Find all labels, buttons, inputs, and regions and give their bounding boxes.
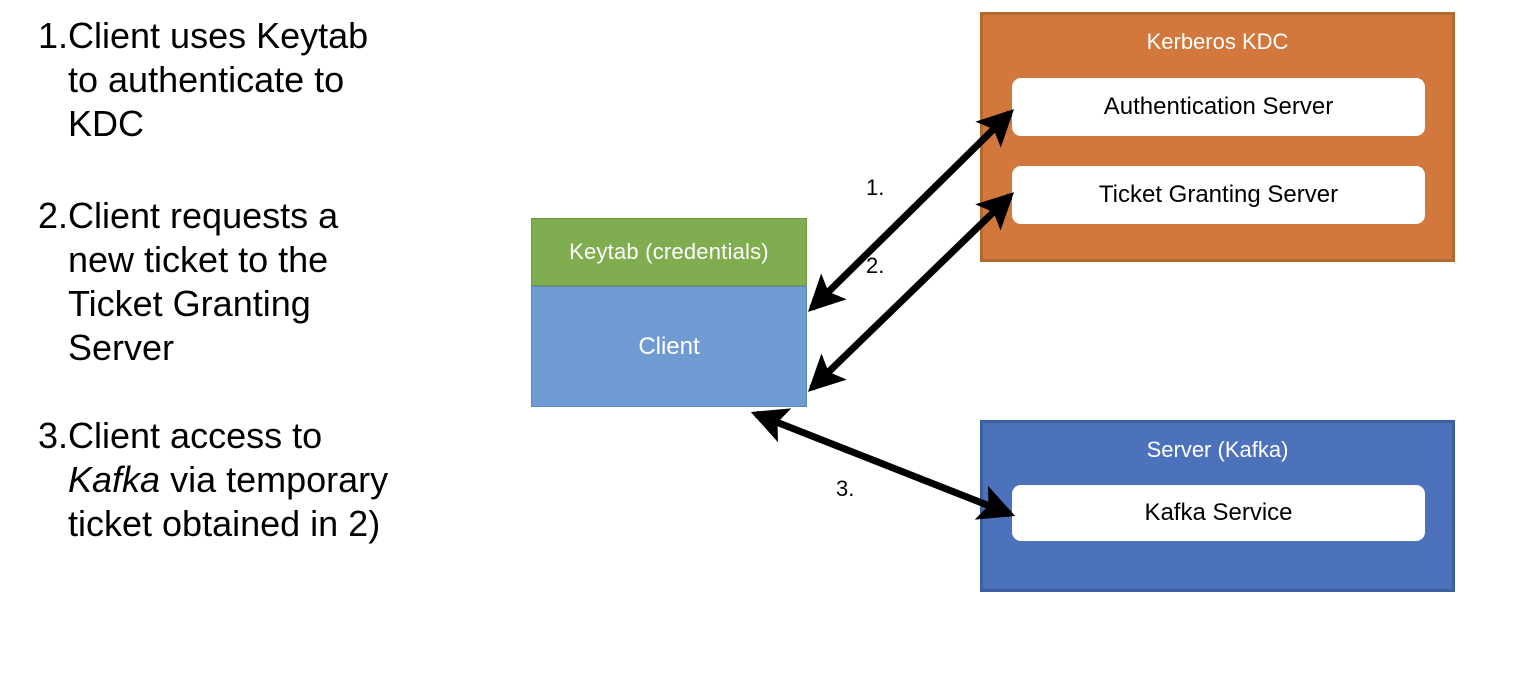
arrow-3-label: 3. (836, 476, 855, 501)
step-text-emphasis: Kafka (68, 459, 161, 500)
list-item: 1. Client uses Keytab to authenticate to… (0, 14, 368, 146)
step-text-tail: via temporary ticket obtained in 2) (68, 459, 389, 544)
step-text: Client requests a new ticket to the Tick… (68, 194, 338, 370)
arrow-3 (750, 408, 1016, 520)
server-kafka-title: Server (Kafka) (1146, 437, 1289, 462)
ticket-granting-server-card[interactable]: Ticket Granting Server (1012, 166, 1425, 224)
list-item: 2. Client requests a new ticket to the T… (0, 194, 338, 370)
authentication-server-card[interactable]: Authentication Server (1012, 78, 1425, 136)
step-text: Client uses Keytab to authenticate to KD… (68, 14, 368, 146)
step-text-main: Client access to (68, 415, 323, 456)
step-text: Client access to Kafka via temporary tic… (68, 414, 388, 546)
arrow-1-label: 1. (866, 175, 885, 200)
step-number: 2. (38, 195, 69, 236)
keytab-box[interactable]: Keytab (credentials) (531, 218, 807, 286)
step-text-main: Client uses Keytab to authenticate to KD… (68, 15, 369, 144)
step-number: 1. (38, 15, 69, 56)
step-number: 3. (38, 415, 69, 456)
steps-list: 1. Client uses Keytab to authenticate to… (0, 0, 520, 560)
list-item: 3. Client access to Kafka via temporary … (0, 414, 388, 546)
client-stack: Keytab (credentials) Client (531, 218, 807, 407)
arrow-2-label: 2. (866, 253, 885, 278)
kafka-service-card[interactable]: Kafka Service (1012, 485, 1425, 541)
server-kafka-box[interactable]: Server (Kafka) Kafka Service (980, 420, 1455, 592)
kerberos-kdc-box[interactable]: Kerberos KDC Authentication Server Ticke… (980, 12, 1455, 262)
kerberos-kdc-title: Kerberos KDC (1146, 29, 1289, 54)
keytab-label: Keytab (credentials) (569, 239, 769, 264)
client-box[interactable]: Client (531, 286, 807, 407)
client-label: Client (638, 332, 700, 360)
step-text-main: Client requests a new ticket to the Tick… (68, 195, 339, 368)
